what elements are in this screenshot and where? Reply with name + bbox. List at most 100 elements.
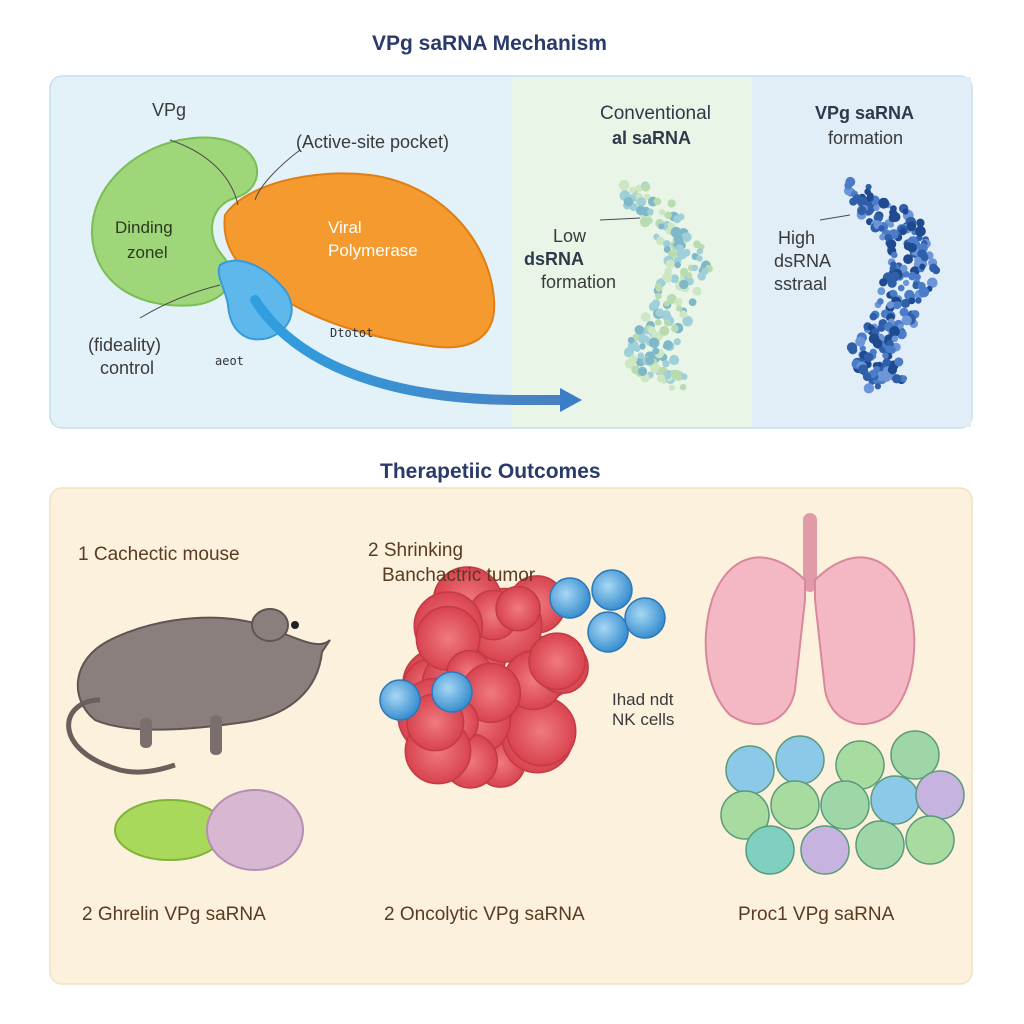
strand-dot [899, 227, 907, 235]
strand-dot [888, 213, 898, 223]
conventional-title-1: Conventional [600, 103, 711, 124]
cell [890, 730, 940, 780]
strand-dot [655, 308, 665, 317]
leader-lines [139, 139, 851, 319]
nk-cell [379, 679, 421, 721]
strand-dot [863, 352, 874, 362]
strand-dot [671, 369, 681, 379]
cell [725, 745, 775, 795]
vpg-formation-desc-1: High [778, 228, 816, 248]
binding-zone-label-1: Dinding [115, 218, 173, 237]
strand-dot [901, 315, 912, 326]
strand-dot [886, 301, 895, 309]
outcome-2-label-2: Banchactric tumor [382, 565, 536, 586]
strand-dot [900, 298, 911, 308]
strand-dot [629, 186, 636, 194]
tumor-lobe [495, 585, 541, 632]
strand-dot [638, 334, 648, 344]
strand-dot [645, 356, 655, 366]
strand-dot [627, 336, 635, 344]
outcomes-title: Therapetiic Outcomes [380, 460, 601, 483]
tumor-lobe [528, 632, 586, 691]
strand-dot [692, 286, 702, 296]
nk-cell [587, 611, 629, 653]
strand-dot [885, 345, 893, 353]
strand-dot [618, 179, 630, 191]
strand-dot [688, 298, 697, 307]
strand-dot [661, 272, 673, 283]
strand-dot [857, 364, 869, 375]
cell [870, 775, 920, 825]
strand-dot [653, 197, 662, 206]
cell [720, 790, 770, 840]
vpg-strand [843, 176, 941, 394]
lungs-illustration [704, 513, 916, 725]
strand-dot [889, 326, 900, 337]
strand-dot [679, 383, 687, 391]
strand-dot [679, 310, 688, 319]
strand-dot [869, 312, 878, 321]
vpg-formation-title-2: formation [828, 128, 904, 148]
strand-dot [648, 337, 660, 349]
vpg-formation-desc-2: dsRNA [774, 251, 832, 271]
cell [855, 820, 905, 870]
nk-cell [549, 577, 591, 619]
stomach-illustration [114, 789, 304, 871]
strand-dot [635, 205, 646, 216]
strand-dot [855, 336, 866, 347]
strand-dot [906, 221, 917, 232]
conventional-strand [618, 179, 713, 391]
strand-dot [852, 194, 863, 204]
strand-dot [693, 240, 701, 249]
strand-dot [874, 383, 882, 390]
strand-dot [877, 323, 886, 332]
strand-dot [635, 184, 643, 193]
strand-dot [654, 319, 662, 326]
strand-dot [902, 270, 910, 278]
strand-dot [857, 205, 867, 216]
fidelity-label-2: control [100, 358, 155, 378]
strand-dot [696, 255, 703, 262]
strand-dot [680, 373, 688, 381]
strand-dot [665, 259, 675, 269]
strand-dot [663, 300, 670, 307]
nk-cell [431, 671, 473, 713]
strand-dot [871, 198, 879, 206]
strand-dot [903, 242, 913, 251]
strand-dot [636, 197, 647, 207]
caption-oncolytic: 2 Oncolytic VPg saRNA [384, 904, 585, 925]
mechanism-title: VPg saRNA Mechanism [372, 32, 607, 55]
strand-dot [908, 297, 916, 305]
strand-dot [902, 208, 909, 215]
nk-cell [624, 597, 666, 639]
strand-dot [691, 264, 699, 272]
strand-dot [917, 249, 927, 259]
arrow-head [560, 388, 582, 412]
strand-dot [682, 315, 693, 327]
strand-dot [679, 279, 689, 290]
strand-dot [903, 279, 910, 287]
strand-dot [663, 240, 671, 248]
vpg-formation-title-1: VPg saRNA [815, 103, 915, 123]
strand-dot [887, 365, 898, 375]
strand-dot [926, 277, 938, 289]
strand-dot [903, 254, 914, 265]
vpg-formation-desc-3: sstraal [774, 274, 828, 294]
strand-dot [873, 204, 880, 212]
strand-dot [891, 335, 899, 343]
strand-dot [671, 324, 679, 333]
strand-dot [915, 225, 926, 237]
strand-dot [862, 372, 872, 382]
strand-dot [697, 271, 707, 281]
strand-dot [887, 221, 895, 228]
strand-dot [889, 290, 897, 297]
strand-dot [886, 239, 897, 250]
strand-dot [897, 284, 905, 292]
strand-dot [891, 251, 898, 259]
strand-dot [639, 343, 646, 350]
strand-dot [658, 209, 666, 216]
strand-dot [664, 211, 672, 219]
strand-dot [669, 354, 680, 366]
strand-dot [623, 197, 634, 207]
